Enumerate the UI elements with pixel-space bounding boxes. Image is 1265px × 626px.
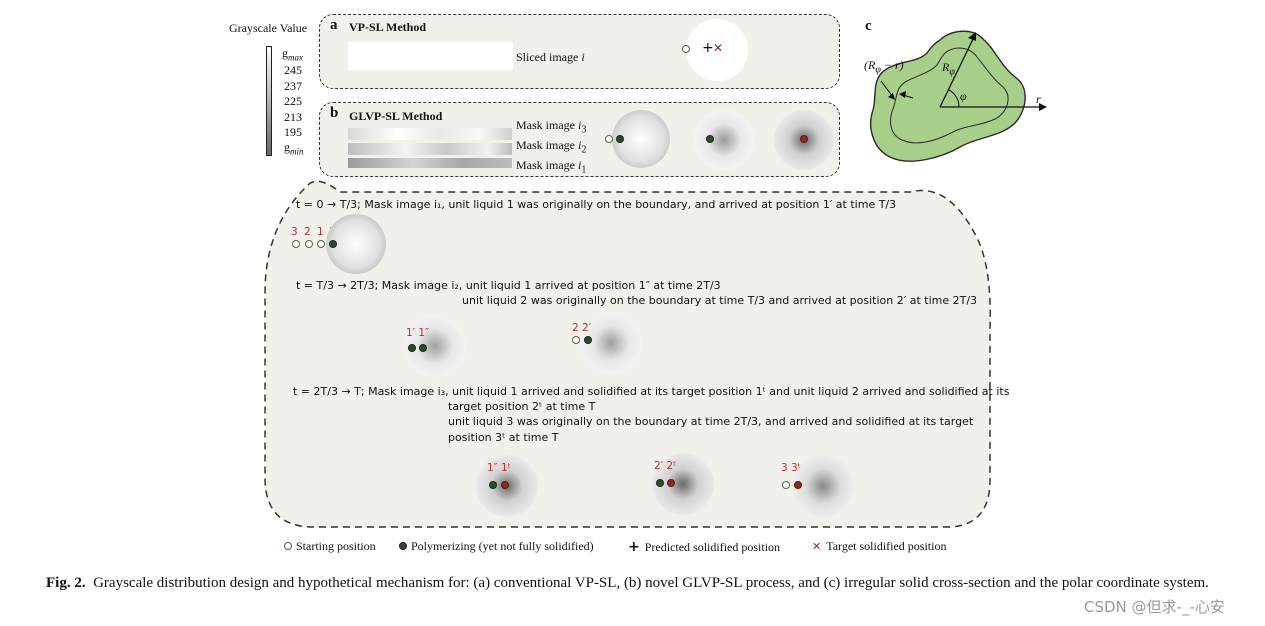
target-x-icon: ✕	[713, 41, 724, 55]
leader-arrow-icon	[888, 93, 895, 100]
legend-target: ✕Target solidified position	[812, 539, 947, 553]
step2-labels-a: 1′ 1″	[406, 327, 430, 339]
mask-image-3-strip	[348, 128, 512, 140]
target-dot	[667, 479, 675, 487]
panel-b: b GLVP-SL Method Mask image i3 Mask imag…	[319, 102, 840, 177]
starting-position-dot	[292, 240, 300, 248]
step1-text: t = 0 → T/3; Mask image i₁, unit liquid …	[296, 198, 897, 211]
grayscale-gmax: gmax	[282, 46, 303, 63]
mask-labels: Mask image i3 Mask image i2 Mask image i…	[516, 118, 586, 178]
legend-predicted: +Predicted solidified position	[628, 539, 781, 555]
label-r-phi-minus-r: (Rφ − r)	[864, 58, 904, 76]
predicted-plus-icon: +	[702, 40, 714, 56]
step3-labels-a: 1″ 1ᵗ	[487, 462, 511, 474]
step2-labels-b: 2 2′	[572, 322, 592, 334]
polymerizing-dot	[489, 481, 497, 489]
figure-number: Fig. 2.	[46, 575, 86, 591]
step3-line1: t = 2T/3 → T; Mask image i₃, unit liquid…	[293, 385, 1010, 398]
legend-polymerizing: Polymerizing (yet not fully solidified)	[399, 539, 594, 554]
irregular-cross-section	[870, 30, 1026, 162]
label-phi: φ	[960, 89, 967, 103]
grayscale-value: 195	[284, 125, 302, 139]
mask-label-1: Mask image i1	[516, 157, 587, 176]
watermark: CSDN @但求-_-心安	[1078, 596, 1225, 617]
mask-label-2: Mask image i2	[516, 137, 587, 156]
legend-starting: Starting position	[284, 539, 376, 554]
polymerizing-dot	[584, 336, 592, 344]
grayscale-value: 237	[284, 78, 302, 93]
polymerizing-dot	[616, 135, 624, 143]
caption-text: Grayscale distribution design and hypoth…	[93, 575, 1209, 591]
step3-labels-b: 2′ 2ᵗ	[654, 460, 677, 472]
panel-a-title: VP-SL Method	[349, 20, 427, 34]
starting-position-dot	[317, 240, 325, 248]
step3-line3: unit liquid 3 was originally on the boun…	[448, 415, 974, 428]
mask-image-1-strip	[348, 158, 512, 168]
grayscale-bar	[266, 46, 272, 156]
leader-line	[880, 80, 894, 98]
step3-labels-c: 3 3ᵗ	[781, 462, 801, 474]
target-dot	[501, 481, 509, 489]
starting-position-dot	[305, 240, 313, 248]
step3-line4: position 3ᵗ at time T	[448, 431, 559, 444]
starting-position-icon	[284, 542, 292, 550]
step1-label: 3	[291, 226, 298, 238]
target-x-icon: ✕	[812, 540, 822, 553]
sliced-image	[348, 42, 513, 70]
label-r: r	[1036, 92, 1041, 106]
polymerizing-dot	[706, 135, 714, 143]
starting-position-dot	[782, 481, 790, 489]
polymerizing-dot	[329, 240, 337, 248]
starting-position-dot	[572, 336, 580, 344]
polymerizing-icon	[399, 542, 407, 550]
panel-b-letter: b	[330, 105, 339, 121]
step2-line1: t = T/3 → 2T/3; Mask image i₂, unit liqu…	[296, 279, 721, 292]
starting-position-dot	[682, 45, 690, 53]
target-dot	[800, 135, 808, 143]
gradient-circle-2	[694, 110, 754, 170]
grayscale-value: 213	[284, 109, 302, 124]
r-phi-vector	[939, 34, 976, 108]
grayscale-value: 225	[284, 94, 302, 108]
mask-label-3: Mask image i3	[516, 118, 587, 136]
uniform-circle	[686, 19, 748, 81]
step1-label: 1	[317, 226, 324, 238]
mask-image-2-strip	[348, 143, 512, 155]
step3-line2: target position 2ᵗ at time T	[448, 400, 596, 413]
offset-boundary	[890, 47, 1009, 144]
panel-a-letter: a	[330, 17, 338, 33]
panel-c-letter: c	[865, 18, 872, 34]
step1-label: 2	[304, 226, 311, 238]
panel-a: a VP-SL Method Sliced image i + ✕	[319, 14, 840, 89]
step2-line2: unit liquid 2 was originally on the boun…	[462, 294, 978, 307]
phi-arc	[948, 89, 960, 108]
r-axis-arrow-icon	[1039, 103, 1047, 111]
grayscale-values: 245 237 225 213 195	[284, 63, 302, 141]
inward-arrow-icon	[899, 91, 906, 98]
predicted-plus-icon: +	[628, 539, 640, 555]
grayscale-title: Grayscale Value	[229, 21, 308, 35]
step3-circle-c	[792, 455, 854, 517]
panel-b-title: GLVP-SL Method	[349, 109, 443, 123]
polymerizing-dot	[419, 344, 427, 352]
polymerizing-dot	[656, 479, 664, 487]
polymerizing-dot	[408, 344, 416, 352]
grayscale-value: 245	[284, 63, 302, 77]
starting-position-dot	[605, 135, 613, 143]
figure-caption: Fig. 2. Grayscale distribution design an…	[46, 572, 1241, 594]
grayscale-gmin: gmin	[284, 140, 304, 157]
panel-c-diagram	[870, 30, 1047, 162]
label-R-phi: Rφ	[942, 60, 955, 78]
r-phi-arrow-icon	[968, 32, 976, 41]
target-dot	[794, 481, 802, 489]
sliced-label: Sliced image i	[516, 50, 585, 64]
